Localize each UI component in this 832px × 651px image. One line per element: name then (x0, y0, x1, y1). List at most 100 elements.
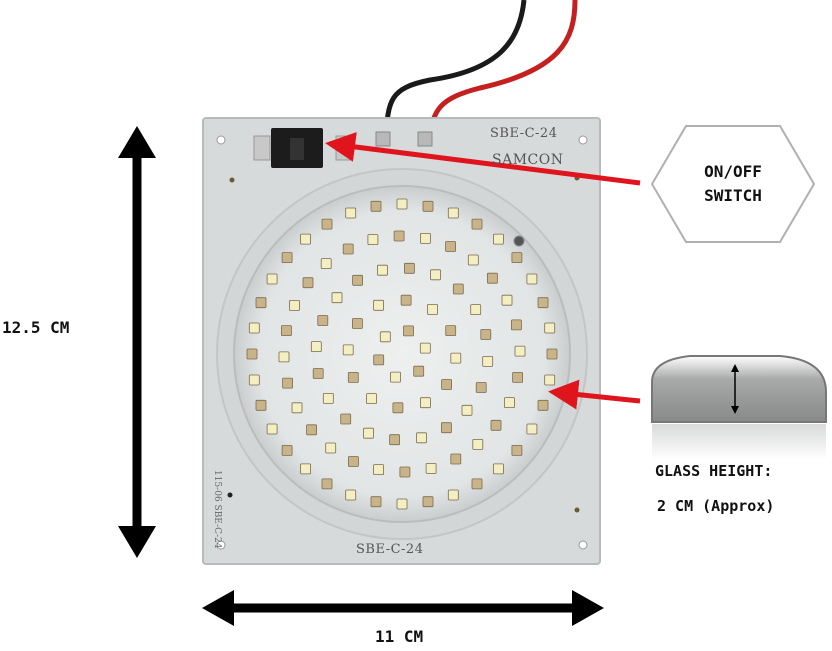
led-chip (467, 254, 479, 266)
pcb-side-text: 115-06 SBE-C-24 (212, 470, 222, 549)
led-chip (281, 444, 293, 456)
led-chip (306, 424, 318, 436)
glass-lens (233, 185, 571, 523)
led-chip (321, 478, 333, 490)
led-chip (347, 371, 359, 383)
led-chip (370, 496, 382, 508)
led-chip (510, 319, 522, 331)
led-chip (300, 463, 312, 475)
led-chip (396, 498, 408, 510)
led-chip (419, 397, 431, 409)
led-chip (373, 299, 385, 311)
led-chip (399, 466, 411, 478)
led-chip (511, 252, 523, 264)
led-chip (471, 478, 483, 490)
led-chip (537, 399, 549, 411)
led-chip (440, 422, 452, 434)
led-chip (470, 304, 482, 316)
led-chip (544, 374, 556, 386)
led-chip (422, 200, 434, 212)
led-chip (363, 427, 374, 439)
led-chip (325, 442, 337, 454)
led-chip (471, 218, 483, 230)
led-chip (373, 354, 385, 366)
led-chip (400, 294, 412, 306)
switch-label-text: ON/OFF SWITCH (704, 162, 762, 205)
led-chip (300, 233, 312, 245)
led-chip (310, 341, 322, 353)
led-chip (302, 277, 314, 289)
led-chip (331, 292, 343, 304)
led-chip (345, 207, 357, 219)
led-chip (501, 294, 513, 306)
led-chip (492, 463, 504, 475)
led-chip (377, 264, 388, 276)
glass-pointer-arrow (548, 379, 641, 410)
led-chip (370, 200, 382, 212)
width-dimension-arrow (202, 590, 604, 626)
led-chip (282, 377, 294, 389)
led-chip (389, 434, 401, 446)
led-chip (447, 489, 459, 501)
led-chip (480, 329, 492, 340)
led-chip (366, 393, 377, 405)
led-chip (367, 234, 379, 246)
led-chip (416, 432, 427, 444)
led-chip (452, 283, 464, 295)
led-chip (504, 397, 515, 409)
led-chip (427, 303, 438, 315)
led-chip (320, 258, 332, 270)
led-chip (322, 392, 334, 404)
led-chip (392, 402, 404, 414)
glass-height-label: GLASS HEIGHT: (655, 462, 773, 480)
led-chip (419, 342, 431, 354)
led-chip (255, 399, 267, 411)
led-chip (248, 374, 260, 386)
led-chip (490, 419, 502, 431)
led-chip (396, 198, 408, 210)
led-chip (312, 368, 324, 379)
height-label: 12.5 CM (2, 318, 70, 337)
led-chip (246, 348, 258, 360)
led-chip (514, 345, 526, 357)
led-chip (447, 207, 459, 219)
led-chip (317, 315, 329, 326)
switch-callout-hexagon (650, 125, 816, 243)
led-chip (248, 322, 260, 334)
led-chip (403, 325, 414, 337)
led-chip (266, 423, 278, 435)
red-wire (427, 0, 578, 141)
led-chip (266, 273, 278, 285)
pcb-model-top: SBE-C-24 (490, 126, 558, 141)
led-chip (342, 344, 354, 356)
led-chip (430, 269, 441, 281)
led-chip (342, 243, 354, 255)
glass-height-value: 2 CM (Approx) (657, 497, 775, 515)
led-chip (441, 379, 453, 390)
switch-pointer-arrow (325, 132, 641, 186)
led-chip (419, 232, 431, 244)
led-chip (393, 230, 405, 242)
led-chip (390, 371, 401, 383)
led-chip (450, 453, 462, 465)
led-chip (278, 351, 290, 363)
led-chip (526, 273, 538, 285)
led-chip (379, 331, 391, 343)
led-chip (511, 444, 523, 456)
led-chip (403, 262, 415, 274)
pcb-model-bottom: SBE-C-24 (356, 542, 424, 557)
led-chip (475, 382, 487, 393)
led-array (246, 198, 558, 510)
switch-label: ON/OFF SWITCH (652, 124, 814, 244)
led-chip (492, 233, 504, 245)
black-wire (383, 0, 527, 139)
led-chip (255, 297, 267, 309)
height-dimension-arrow (118, 126, 156, 558)
led-chip (425, 462, 437, 474)
led-chip (486, 272, 498, 284)
led-chip (352, 274, 364, 286)
led-chip (291, 402, 303, 414)
width-label: 11 CM (375, 627, 424, 646)
led-chip (450, 352, 462, 364)
led-chip (461, 404, 473, 416)
